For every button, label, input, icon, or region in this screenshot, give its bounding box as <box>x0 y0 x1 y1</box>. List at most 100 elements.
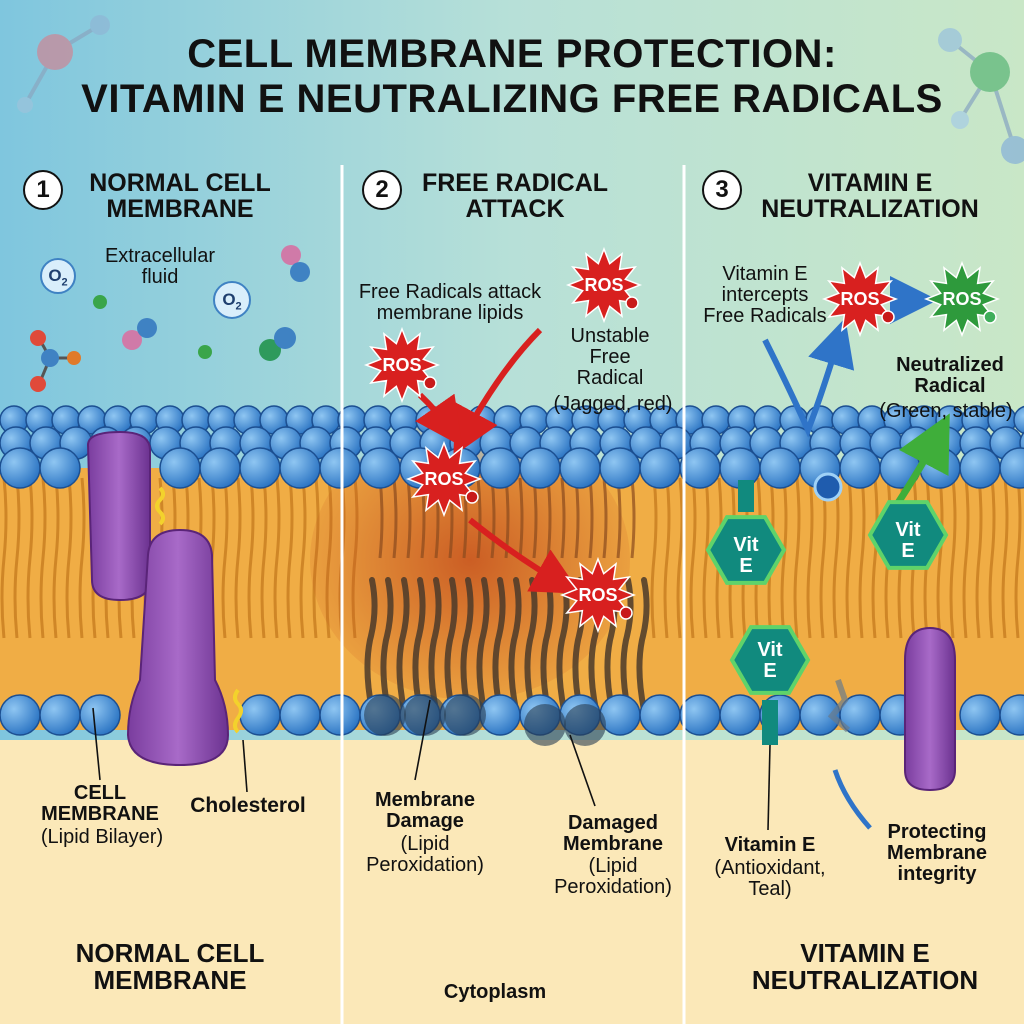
damaged-lipid-tail <box>392 477 398 559</box>
membrane-label-line-1: CELL <box>73 782 127 804</box>
lipid-tail <box>286 477 294 639</box>
damaged-lipid-tail <box>476 577 490 713</box>
phospholipid-head <box>239 694 281 736</box>
extracellular-label-line-1: Extracellular <box>104 245 216 267</box>
vitamin-e-hexagon <box>867 500 949 570</box>
ros-label-unstable: ROS <box>584 275 624 295</box>
phospholipid-head <box>639 694 681 736</box>
lipid-tail <box>13 477 21 639</box>
cytoplasm-label: Cytoplasm <box>443 981 547 1003</box>
vitamin-e-hexagon <box>729 625 811 695</box>
damaged-line-2: Membrane <box>562 833 664 855</box>
phospholipid-head <box>199 447 241 489</box>
cell-membrane-label: CELL MEMBRANE <box>40 783 160 825</box>
lipid-tail <box>663 477 671 639</box>
repaired-lipid <box>827 679 850 733</box>
lipid-tail <box>806 477 814 639</box>
intercepts-label: Vitamin E intercepts Free Radicals <box>690 264 840 327</box>
phospholipid-head <box>679 694 721 736</box>
transmembrane-protein-small <box>86 430 151 602</box>
phospholipid-head <box>959 694 1001 736</box>
damaged-head <box>404 694 446 736</box>
phospholipid-head <box>639 447 681 489</box>
phospholipid-head <box>479 447 521 489</box>
vit-e-2-line-1: Vit <box>895 519 921 541</box>
vitamin-e-label: Vitamin E <box>724 834 816 856</box>
panel-1-heading: NORMAL CELL MEMBRANE <box>70 170 290 223</box>
panel-1-heading-line-2: MEMBRANE <box>106 195 254 224</box>
damaged-lipid-tail <box>636 577 650 713</box>
vit-e-label-2: Vit E <box>878 520 938 562</box>
protecting-line-1: Protecting <box>887 821 987 843</box>
unstable-line-2: Free <box>589 346 631 368</box>
phospholipid-head <box>999 694 1024 736</box>
panel-1-footer-line-2: MEMBRANE <box>93 965 247 996</box>
lipid-tail <box>975 477 983 639</box>
lipid-tail <box>221 477 229 639</box>
ros-label-intercepted: ROS <box>840 289 880 309</box>
phospholipid-head <box>279 694 321 736</box>
vitamin-leader-line <box>767 744 771 831</box>
lipid-tail <box>988 477 996 639</box>
vit-e-2-line-2: E <box>901 540 915 562</box>
ros-star <box>405 440 483 518</box>
panel-3-heading: VITAMIN E NEUTRALIZATION <box>740 170 1000 223</box>
lipid-tail <box>1014 477 1022 639</box>
lipid-tail <box>936 477 944 639</box>
phospholipid-head <box>599 447 641 489</box>
transmembrane-protein-panel3 <box>904 626 956 792</box>
lipid-tail <box>702 477 710 639</box>
radical-dot <box>625 296 639 310</box>
neutralized-radical-label: Neutralized Radical <box>880 355 1020 397</box>
phospholipid-head <box>79 694 121 736</box>
phospholipid-head <box>519 447 561 489</box>
damaged-lipid-tail <box>602 477 608 559</box>
membrane-damage-label: Membrane Damage <box>360 790 490 832</box>
phospholipid-head <box>1013 405 1024 435</box>
lipid-tail <box>650 477 658 639</box>
phospholipid-head <box>279 447 321 489</box>
vitamin-note-line-2: Teal) <box>748 878 792 900</box>
ros-label-attacking: ROS <box>382 355 422 375</box>
cholesterol-label: Cholesterol <box>190 794 306 817</box>
lipid-bilayer-label: (Lipid Bilayer) <box>40 826 164 848</box>
lipid-tail <box>234 477 242 639</box>
ros-stars <box>363 246 1001 634</box>
o2-sub-1: 2 <box>61 276 68 289</box>
extracellular-label-line-2: fluid <box>141 266 179 288</box>
phospholipid-head <box>679 447 721 489</box>
lipid-tail <box>780 477 788 639</box>
intercept-arrow <box>762 317 855 438</box>
lipid-tail <box>858 477 866 639</box>
vit-e-3-line-2: E <box>763 660 777 682</box>
damaged-lipid-tail <box>476 477 482 559</box>
damaged-head <box>524 704 566 746</box>
panel-3-heading-line-1: VITAMIN E <box>807 169 933 197</box>
vitamin-e-head <box>813 472 843 502</box>
membrane-damage-note: (Lipid Peroxidation) <box>350 834 500 876</box>
lipid-tail <box>247 477 255 639</box>
damaged-membrane-label: Damaged Membrane <box>548 813 678 855</box>
ros-attack-arrow-2 <box>415 392 463 447</box>
protecting-leader-arrow <box>832 769 872 830</box>
lipid-tail <box>299 477 307 639</box>
damaged-lipid-tail <box>396 577 410 713</box>
phospholipid-head <box>559 447 601 489</box>
damaged-head <box>444 694 486 736</box>
intercepts-line-2: intercepts <box>721 284 809 306</box>
radical-dot <box>423 376 437 390</box>
ros-label-membrane: ROS <box>424 469 464 489</box>
damaged-lipid-tail <box>524 577 538 713</box>
phospholipid-head <box>839 447 881 489</box>
damaged-membrane-note: (Lipid Peroxidation) <box>540 856 686 898</box>
panel-3-footer-line-2: NEUTRALIZATION <box>751 965 979 996</box>
extracellular-fluid-label: Extracellular fluid <box>90 246 230 288</box>
lipid-tail <box>819 477 827 639</box>
damaged-head <box>364 694 406 736</box>
panel-1-footer-line-1: NORMAL CELL <box>75 938 265 968</box>
damaged-lipid-tail <box>540 577 554 713</box>
phospholipid-head <box>159 447 201 489</box>
radical-dot <box>465 490 479 504</box>
extracellular-molecules <box>30 245 310 392</box>
